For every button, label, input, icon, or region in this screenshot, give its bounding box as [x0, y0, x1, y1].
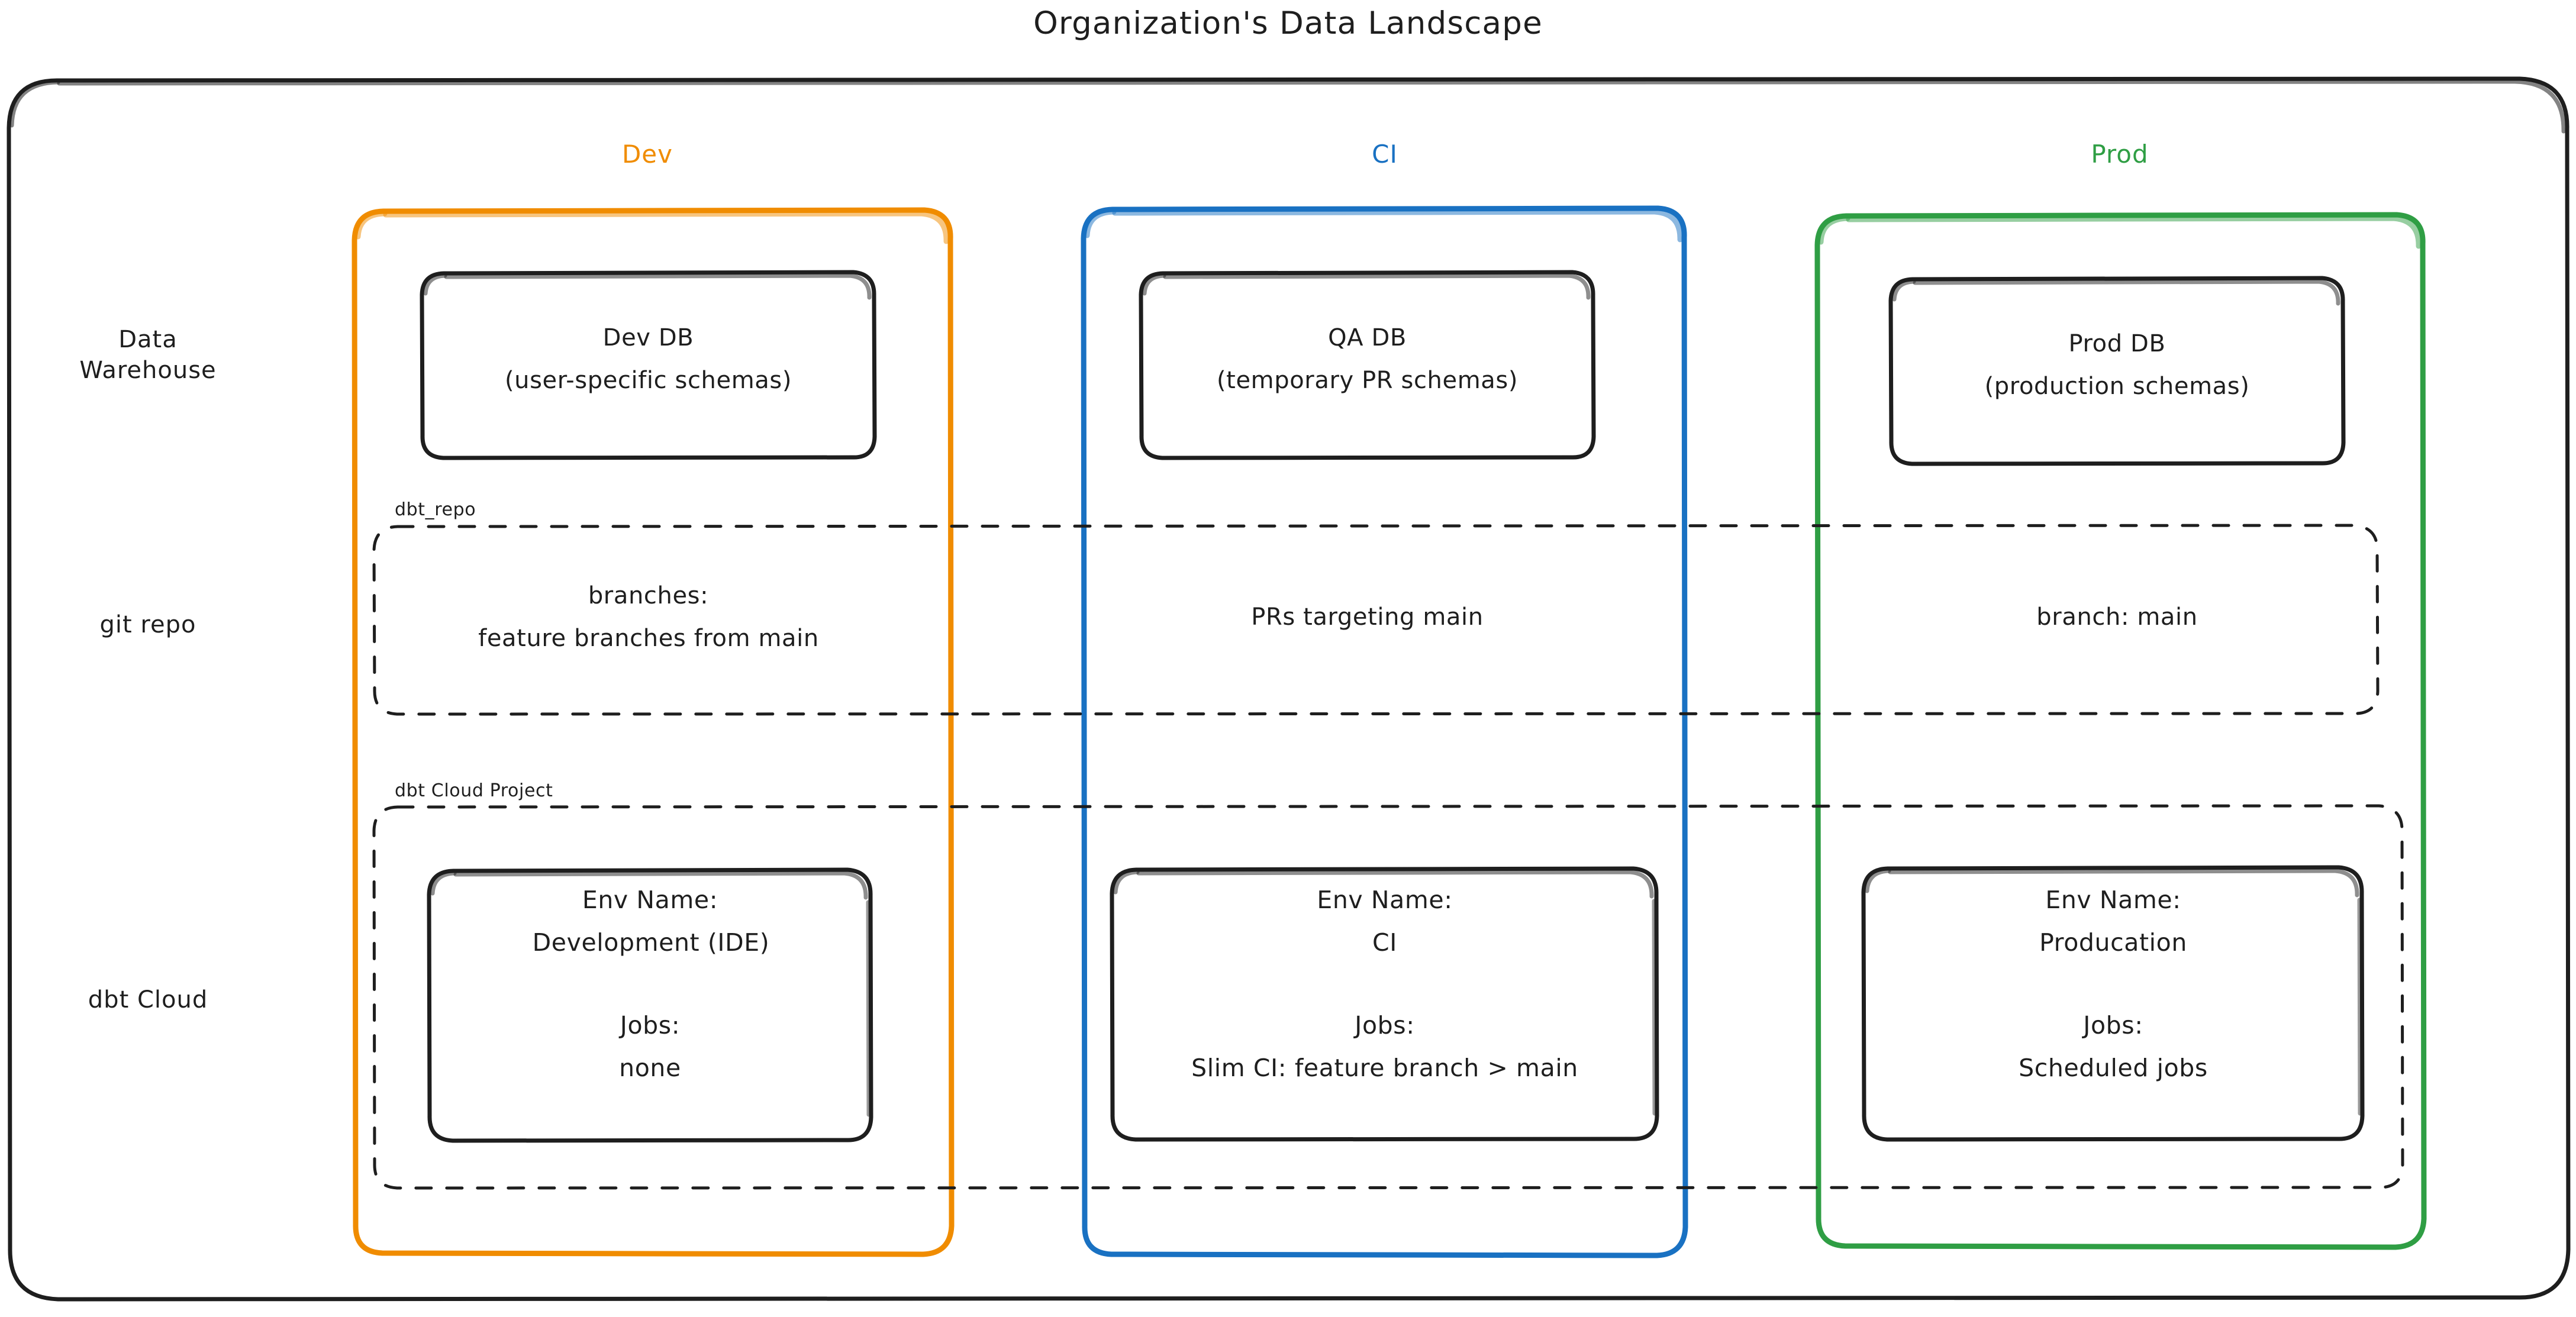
dbtcloud-dev-env-label: Env Name:: [582, 886, 718, 914]
group-label-dbt-repo: dbt_repo: [395, 499, 476, 520]
warehouse-dev-line1: Dev DB: [602, 324, 694, 351]
group-label-dbt-cloud-project: dbt Cloud Project: [395, 780, 553, 801]
column-header-prod: Prod: [2091, 140, 2149, 169]
row-label-warehouse: Data Warehouse: [79, 326, 217, 384]
warehouse-ci-line2: (temporary PR schemas): [1216, 367, 1518, 394]
dbtcloud-dev-jobs-value: none: [619, 1054, 681, 1082]
dbt-cloud-group-dashed: [372, 804, 2404, 1190]
column-header-ci: CI: [1372, 140, 1398, 169]
dbtcloud-prod-jobs-value: Scheduled jobs: [2019, 1054, 2208, 1082]
warehouse-ci-line1: QA DB: [1328, 324, 1407, 351]
row-label-git-repo: git repo: [99, 611, 196, 638]
row-label-dbt-cloud: dbt Cloud: [88, 986, 208, 1013]
warehouse-prod-line1: Prod DB: [2068, 330, 2166, 357]
dbtcloud-dev-env-value: Development (IDE): [532, 928, 770, 957]
git-dev-line1: branches:: [588, 582, 709, 609]
warehouse-dev-line2: (user-specific schemas): [504, 367, 792, 394]
dbtcloud-prod-env-label: Env Name:: [2045, 886, 2181, 914]
prod-column-box: [1814, 212, 2427, 1250]
dbtcloud-ci-jobs-label: Jobs:: [1355, 1011, 1415, 1040]
dbtcloud-ci-jobs-value: Slim CI: feature branch > main: [1191, 1054, 1578, 1082]
warehouse-prod-line2: (production schemas): [1984, 373, 2250, 400]
dbtcloud-ci-env-label: Env Name:: [1317, 886, 1453, 914]
dbtcloud-prod-env-value: Producation: [2039, 928, 2187, 957]
outer-frame: [7, 76, 2571, 1302]
dbtcloud-prod-jobs-label: Jobs:: [2083, 1011, 2143, 1040]
page-title: Organization's Data Landscape: [1033, 5, 1543, 41]
dbtcloud-ci-env-value: CI: [1372, 928, 1397, 957]
git-dev-line2: feature branches from main: [478, 625, 819, 652]
git-prod-line1: branch: main: [2036, 603, 2198, 631]
git-ci-line1: PRs targeting main: [1251, 603, 1484, 631]
column-header-dev: Dev: [621, 140, 673, 169]
dbtcloud-dev-jobs-label: Jobs:: [620, 1011, 681, 1040]
